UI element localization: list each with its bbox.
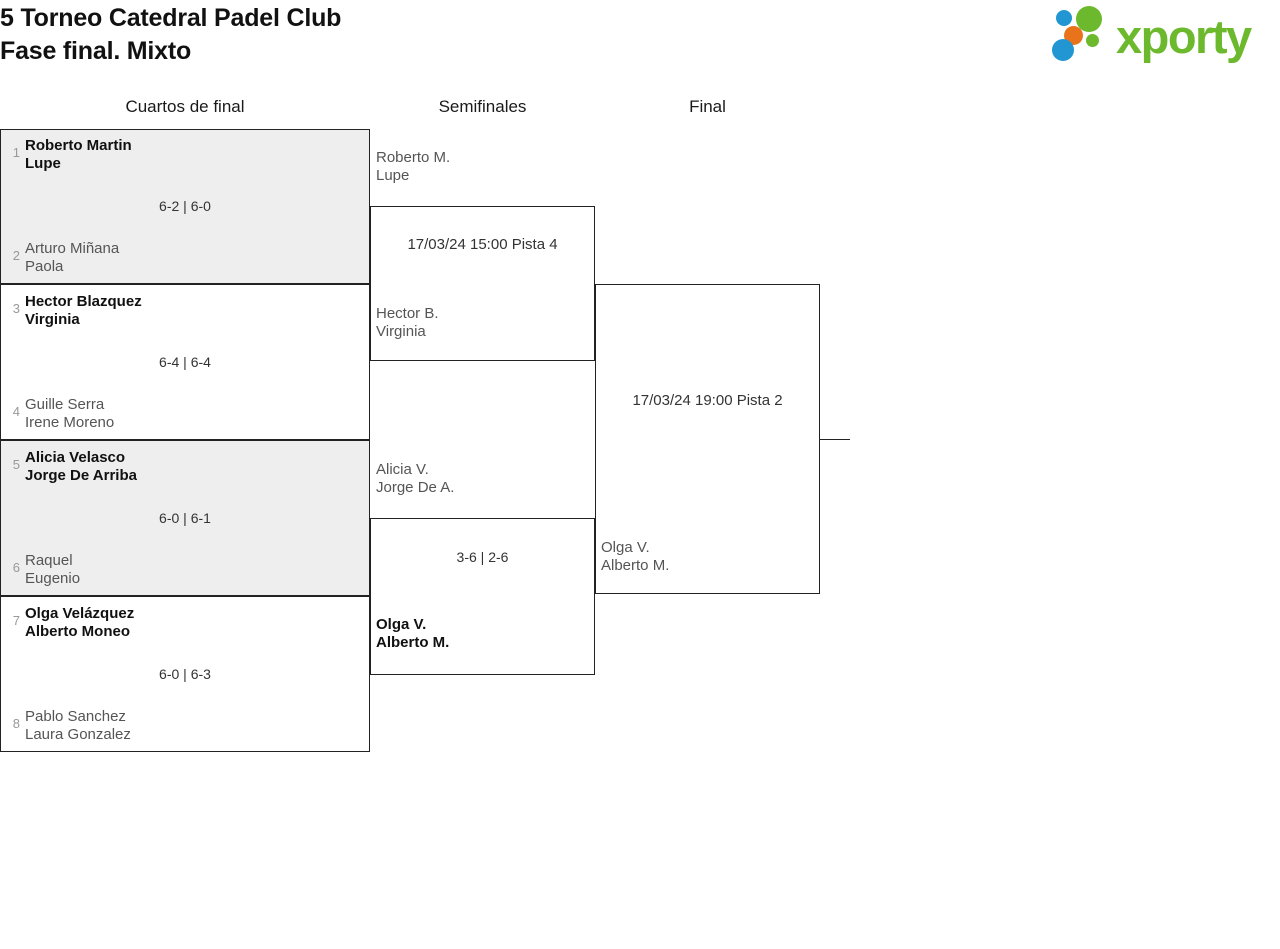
score-sf2: 3-6 | 2-6 xyxy=(456,549,509,565)
seed-qf1-bottom: 2 xyxy=(12,248,20,263)
team-final-bottom-player1: Olga V. xyxy=(601,539,650,556)
team-qf4-top-player2: Alberto Moneo xyxy=(25,623,130,640)
seed-qf4-top: 7 xyxy=(12,613,20,628)
match-box-qf4[interactable] xyxy=(0,596,370,752)
round-header-semifinals: Semifinales xyxy=(438,97,527,116)
xporty-logo[interactable]: xporty xyxy=(1050,6,1276,68)
team-sf1-bottom-player2: Virginia xyxy=(376,323,426,340)
team-sf2-bottom: Olga V. Alberto M. xyxy=(376,616,449,652)
team-qf3-top-player2: Jorge De Arriba xyxy=(25,467,137,484)
logo-wordmark: xporty xyxy=(1116,10,1252,63)
score-qf1: 6-2 | 6-0 xyxy=(159,198,211,214)
seed-qf1-top: 1 xyxy=(12,145,20,160)
team-sf2-bottom-player1: Olga V. xyxy=(376,616,427,633)
team-final-bottom: Olga V. Alberto M. xyxy=(601,539,669,575)
page-header: 5 Torneo Catedral Padel Club Fase final.… xyxy=(0,0,1280,88)
team-qf2-bottom-player1: Guille Serra xyxy=(25,396,105,413)
round-header-final: Final xyxy=(689,97,726,116)
team-qf3-top: Alicia Velasco Jorge De Arriba xyxy=(25,449,137,485)
team-qf2-bottom-player2: Irene Moreno xyxy=(25,414,115,431)
schedule-sf1: 17/03/24 15:00 Pista 4 xyxy=(407,236,558,253)
round-header-quarterfinals: Cuartos de final xyxy=(125,97,245,116)
team-qf3-bottom-player2: Eugenio xyxy=(25,570,81,587)
match-box-qf2[interactable] xyxy=(0,284,370,440)
team-qf1-top: Roberto Martin Lupe xyxy=(25,137,132,173)
match-box-qf1[interactable] xyxy=(0,129,370,284)
team-qf2-bottom: Guille Serra Irene Moreno xyxy=(25,396,114,432)
team-qf1-top-player1: Roberto Martin xyxy=(25,137,132,154)
match-box-sf1[interactable] xyxy=(370,206,595,361)
team-qf4-top: Olga Velázquez Alberto Moneo xyxy=(25,605,134,641)
logo-dots-icon xyxy=(1050,6,1116,66)
team-qf2-top-player1: Hector Blazquez xyxy=(25,293,142,310)
seed-qf2-bottom: 4 xyxy=(12,404,20,419)
match-box-sf2[interactable] xyxy=(370,518,595,675)
team-qf1-top-player2: Lupe xyxy=(25,155,61,172)
team-sf1-top-player2: Lupe xyxy=(376,167,410,184)
team-sf1-top-player1: Roberto M. xyxy=(376,149,451,166)
team-qf4-bottom-player1: Pablo Sanchez xyxy=(25,708,126,725)
page-title: 5 Torneo Catedral Padel Club Fase final.… xyxy=(0,2,341,68)
seed-qf3-bottom: 6 xyxy=(12,560,20,575)
schedule-final: 17/03/24 19:00 Pista 2 xyxy=(632,392,783,409)
team-qf3-bottom: Raquel Eugenio xyxy=(25,552,80,588)
team-qf4-bottom-player2: Laura Gonzalez xyxy=(25,726,131,743)
team-sf1-top: Roberto M. Lupe xyxy=(376,149,450,185)
seed-qf2-top: 3 xyxy=(12,301,20,316)
team-sf2-top-player1: Alicia V. xyxy=(376,461,429,478)
team-qf1-bottom: Arturo Miñana Paola xyxy=(25,240,119,276)
score-qf3: 6-0 | 6-1 xyxy=(159,510,211,526)
team-qf4-bottom: Pablo Sanchez Laura Gonzalez xyxy=(25,708,131,744)
team-sf1-bottom: Hector B. Virginia xyxy=(376,305,439,341)
score-qf2: 6-4 | 6-4 xyxy=(159,354,211,370)
team-sf2-bottom-player2: Alberto M. xyxy=(376,634,450,651)
team-qf1-bottom-player2: Paola xyxy=(25,258,64,275)
team-qf3-top-player1: Alicia Velasco xyxy=(25,449,126,466)
team-qf2-top: Hector Blazquez Virginia xyxy=(25,293,142,329)
team-sf2-top: Alicia V. Jorge De A. xyxy=(376,461,454,497)
team-qf3-bottom-player1: Raquel xyxy=(25,552,73,569)
tournament-name: 5 Torneo Catedral Padel Club xyxy=(0,4,342,32)
seed-qf4-bottom: 8 xyxy=(12,716,20,731)
match-box-final[interactable] xyxy=(595,284,820,594)
team-qf2-top-player2: Virginia xyxy=(25,311,80,328)
team-qf1-bottom-player1: Arturo Miñana xyxy=(25,240,120,257)
connector-final-out xyxy=(820,439,850,440)
team-qf4-top-player1: Olga Velázquez xyxy=(25,605,135,622)
team-final-bottom-player2: Alberto M. xyxy=(601,557,670,574)
team-sf1-bottom-player1: Hector B. xyxy=(376,305,439,322)
tournament-phase: Fase final. Mixto xyxy=(0,37,192,65)
team-sf2-top-player2: Jorge De A. xyxy=(376,479,455,496)
match-box-qf3[interactable] xyxy=(0,440,370,596)
score-qf4: 6-0 | 6-3 xyxy=(159,666,211,682)
seed-qf3-top: 5 xyxy=(12,457,20,472)
